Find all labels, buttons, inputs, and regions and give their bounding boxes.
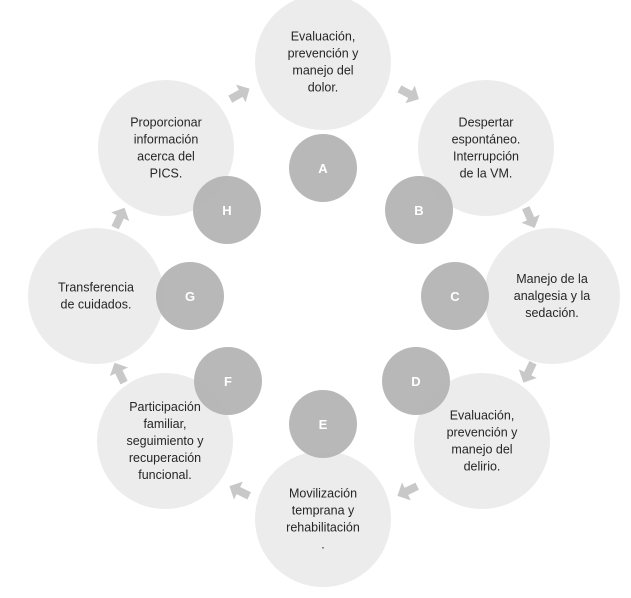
step-f-badge-circle: [194, 347, 262, 415]
step-b-label-line: espontáneo.: [452, 133, 521, 147]
step-g-letter: G: [185, 289, 195, 304]
arrow-b-to-c-icon: [521, 206, 540, 228]
arrow-d-to-e-icon: [397, 482, 419, 501]
step-e-badge: E: [289, 390, 357, 458]
step-e-letter: E: [319, 417, 328, 432]
step-f-label-line: recuperación: [129, 451, 201, 465]
arrow-c-to-d-icon: [518, 361, 537, 383]
step-h-badge: H: [193, 176, 261, 244]
inner-circles-layer: A B C D E F G H: [156, 134, 489, 458]
step-h-label-line: información: [134, 133, 199, 147]
step-d-label-line: delirio.: [464, 460, 501, 474]
step-g-node: Transferencia de cuidados.: [28, 228, 164, 364]
step-a-node: Evaluación, prevención y manejo del dolor.: [255, 0, 391, 130]
step-c-badge-circle: [421, 262, 489, 330]
step-g-badge: G: [156, 262, 224, 330]
step-a-label-line: prevención y: [288, 47, 360, 61]
arrow-g-to-h-icon: [111, 207, 130, 230]
step-e-label-line: temprana y: [292, 504, 355, 518]
step-f-label-line: funcional.: [138, 468, 192, 482]
arrow-h-to-a-icon: [228, 84, 250, 103]
step-d-node: Evaluación, prevención y manejo del delirio…: [414, 373, 550, 509]
step-h-letter: H: [222, 203, 231, 218]
step-c-badge: C: [421, 262, 489, 330]
step-c-letter: C: [450, 289, 460, 304]
arrow-f-to-g-icon: [109, 362, 128, 385]
step-f-circle: [97, 373, 233, 509]
step-f-node: Participación familiar, seguimiento y recup…: [97, 373, 233, 509]
step-g-label-line: de cuidados.: [61, 298, 132, 312]
outer-circles-layer: Evaluación, prevención y manejo del dolor. D…: [28, 0, 620, 587]
step-a-label-line: manejo del: [292, 64, 353, 78]
step-b-letter: B: [414, 203, 423, 218]
step-g-label-line: Transferencia: [58, 281, 134, 295]
step-f-label-line: Participación: [129, 400, 201, 414]
arrow-e-to-f-icon: [229, 481, 251, 500]
step-g-badge-circle: [156, 262, 224, 330]
step-f-label-line: seguimiento y: [126, 434, 204, 448]
step-e-label-line: rehabilitación: [286, 521, 360, 535]
arrows-layer: [109, 84, 540, 501]
step-e-label-line: .: [321, 538, 324, 552]
step-h-label-line: PICS.: [150, 167, 183, 181]
step-h-label-line: acerca del: [137, 150, 195, 164]
step-d-letter: D: [411, 374, 420, 389]
step-f-label-line: familiar,: [143, 417, 186, 431]
step-b-label-line: Interrupción: [453, 150, 519, 164]
step-a-badge-circle: [289, 134, 357, 202]
step-e-circle: [255, 451, 391, 587]
step-b-label-line: Despertar: [459, 116, 514, 130]
step-c-label-line: analgesia y la: [514, 289, 590, 303]
step-e-badge-circle: [289, 390, 357, 458]
step-b-circle: [418, 80, 554, 216]
step-d-label-line: manejo del: [451, 443, 512, 457]
step-c-node: Manejo de la analgesia y la sedación.: [484, 228, 620, 364]
step-e-node: Movilización temprana y rehabilitación.: [255, 451, 391, 587]
step-h-badge-circle: [193, 176, 261, 244]
step-c-label-line: sedación.: [525, 306, 579, 320]
step-b-node: Despertar espontáneo. Interrupción de la VM…: [418, 80, 554, 216]
step-f-letter: F: [224, 374, 232, 389]
step-c-circle: [484, 228, 620, 364]
step-b-label-line: de la VM.: [460, 167, 513, 181]
step-d-badge-circle: [382, 347, 450, 415]
arrow-a-to-b-icon: [397, 85, 419, 104]
step-d-label-line: Evaluación,: [450, 409, 515, 423]
step-c-label-line: Manejo de la: [516, 272, 588, 286]
step-a-label-line: dolor.: [308, 81, 339, 95]
step-g-circle: [28, 228, 164, 364]
step-a-circle: [255, 0, 391, 130]
step-a-letter: A: [318, 161, 328, 176]
step-h-label-line: Proporcionar: [130, 116, 202, 130]
step-a-label-line: Evaluación,: [291, 30, 356, 44]
step-e-label-line: Movilización: [289, 487, 357, 501]
step-d-circle: [414, 373, 550, 509]
step-d-badge: D: [382, 347, 450, 415]
step-d-label-line: prevención y: [447, 426, 519, 440]
step-h-circle: [98, 80, 234, 216]
step-a-badge: A: [289, 134, 357, 202]
step-b-badge-circle: [385, 176, 453, 244]
step-f-badge: F: [194, 347, 262, 415]
step-b-badge: B: [385, 176, 453, 244]
